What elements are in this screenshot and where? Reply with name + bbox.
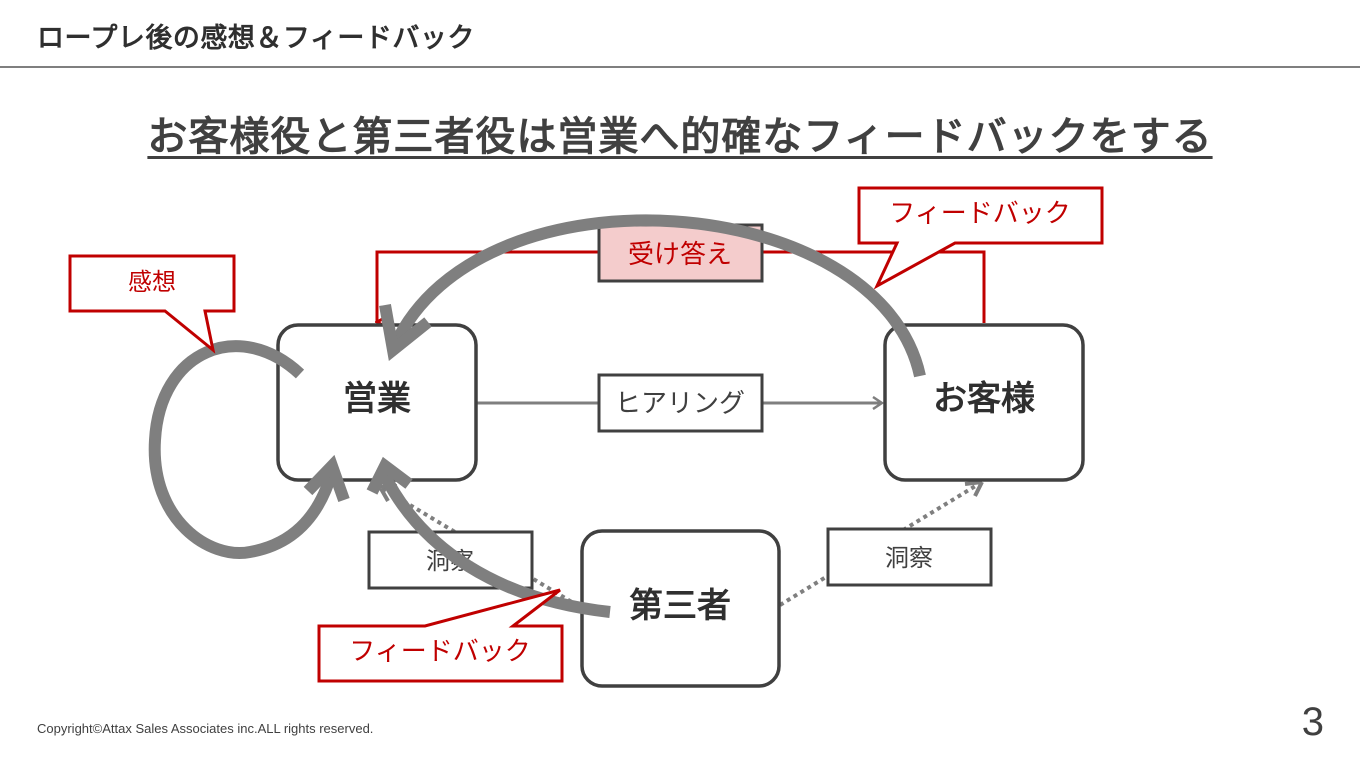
impression-callout-text: 感想 (128, 268, 176, 296)
feedback-top-callout (857, 186, 1104, 290)
customer-node (883, 323, 1085, 482)
feedback-bottom-callout-text: フィードバック (349, 637, 530, 667)
insight-right-label: 洞察 (885, 544, 933, 572)
response-label: 受け答え (628, 240, 732, 270)
hearing-label-box (597, 373, 764, 433)
customer-node-label: お客様 (933, 379, 1036, 419)
impression-loop-arrowhead (303, 454, 350, 502)
sales-node-label: 営業 (343, 379, 411, 419)
hearing-label: ヒアリング (615, 389, 745, 419)
insight-right-box (826, 527, 993, 587)
header-divider (0, 66, 1360, 68)
third-party-node-label: 第三者 (629, 586, 731, 626)
impression-loop-arrow (148, 340, 338, 559)
page-title: ロープレ後の感想＆フィードバック (37, 23, 475, 54)
feedback-arc-arrow (389, 214, 926, 378)
page-number: 3 (1301, 700, 1324, 744)
slide-heading: お客様役と第三者役は営業へ的確なフィードバックをする (147, 114, 1213, 160)
feedback-arc-arrowhead (379, 303, 432, 361)
impression-callout (68, 254, 236, 354)
insight-right-arrowhead (964, 480, 984, 497)
third-party-feedback-arrow (376, 467, 611, 618)
third-party-feedback-arrowhead (366, 456, 413, 495)
copyright-notice: Copyright©Attax Sales Associates inc.ALL… (37, 721, 374, 736)
feedback-top-callout-text: フィードバック (889, 199, 1070, 229)
feedback-bottom-callout (317, 588, 564, 683)
